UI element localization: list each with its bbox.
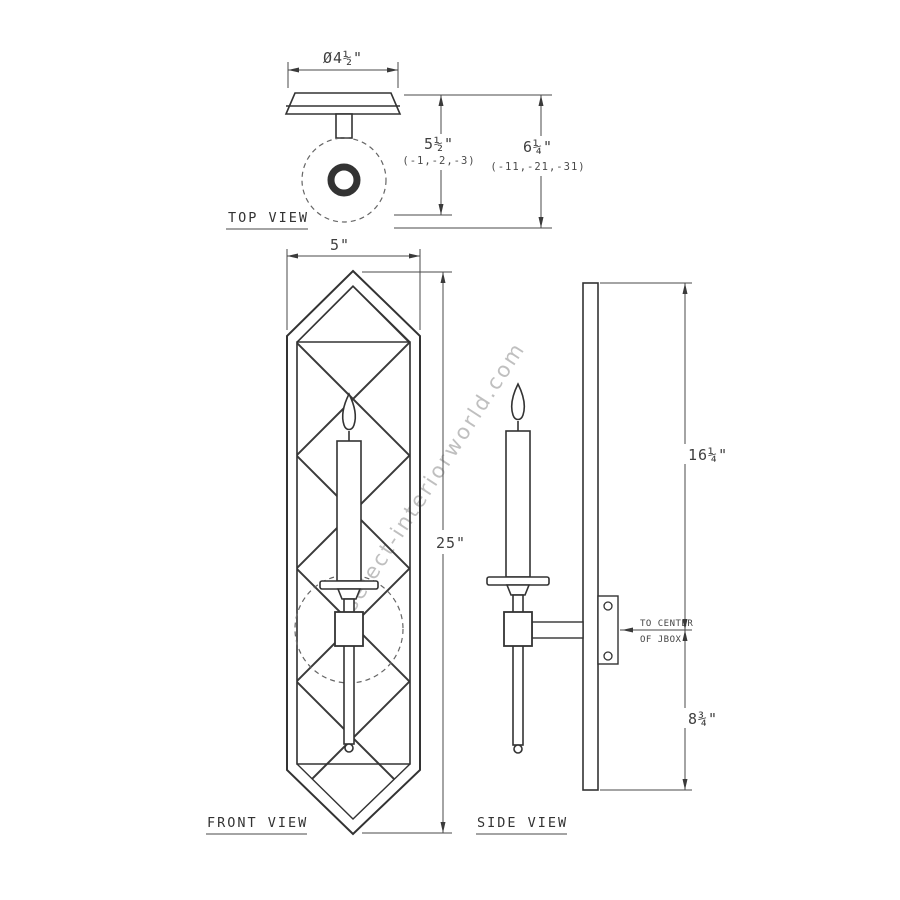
watermark-text: select-interiorworld.com — [338, 337, 530, 615]
dim-depth-note: (-1,-2,-3) — [402, 155, 475, 167]
top-view-label: TOP VIEW — [228, 210, 309, 226]
front-view-label: FRONT VIEW — [207, 815, 308, 831]
dim-depth: 5½" (-1,-2,-3) — [394, 94, 552, 216]
jbox-note: TO CENTER OF JBOX — [620, 619, 693, 645]
dim-jbox-to-bottom-text: 8¾" — [688, 710, 718, 728]
flame-icon — [341, 392, 357, 431]
front-frame-outer — [286, 269, 421, 836]
dim-extension: 6¼" (-11,-21,-31) — [394, 95, 585, 229]
dim-width: 5" — [286, 236, 421, 330]
canopy-stem — [335, 113, 353, 139]
dim-top-to-jbox: 16¼" — [600, 282, 734, 630]
front-frame-inner-top — [296, 285, 411, 765]
side-candle — [486, 382, 550, 754]
jbox-bracket — [597, 595, 619, 665]
jbox-note-line1: TO CENTER — [640, 619, 693, 629]
dim-canopy-diameter-text: Ø4½" — [323, 49, 363, 67]
side-view-label: SIDE VIEW — [477, 815, 568, 831]
side-backplate — [582, 282, 599, 791]
dim-extension-text: 6¼" — [523, 138, 553, 156]
dim-height-text: 25" — [436, 534, 466, 552]
candle-top-ring — [327, 163, 361, 197]
dim-depth-text: 5½" — [424, 135, 454, 153]
bobeche-dashed-circle — [301, 137, 387, 223]
front-view: 5" 25" FRONT VIEW — [206, 236, 474, 836]
screw-icon — [603, 601, 613, 611]
dim-jbox-to-bottom: 8¾" — [600, 630, 728, 791]
dim-canopy-diameter: Ø4½" — [287, 49, 399, 88]
dim-top-to-jbox-text: 16¼" — [688, 446, 728, 464]
front-candle — [319, 392, 379, 753]
front-frame-inner — [296, 341, 411, 820]
dim-extension-note: (-11,-21,-31) — [490, 161, 585, 173]
dim-width-text: 5" — [330, 236, 350, 254]
side-view: TO CENTER OF JBOX 16¼" 8¾" SIDE VIEW — [476, 282, 734, 835]
top-view: Ø4½" 5½" (-1,-2,-3) 6¼" (-11,-21,-31) TO… — [226, 49, 585, 230]
screw-icon — [603, 651, 613, 661]
flame-icon — [510, 382, 526, 421]
dim-height: 25" — [362, 271, 474, 834]
jbox-note-line2: OF JBOX — [640, 635, 682, 645]
canopy-profile — [284, 92, 402, 115]
side-arm — [531, 621, 584, 639]
